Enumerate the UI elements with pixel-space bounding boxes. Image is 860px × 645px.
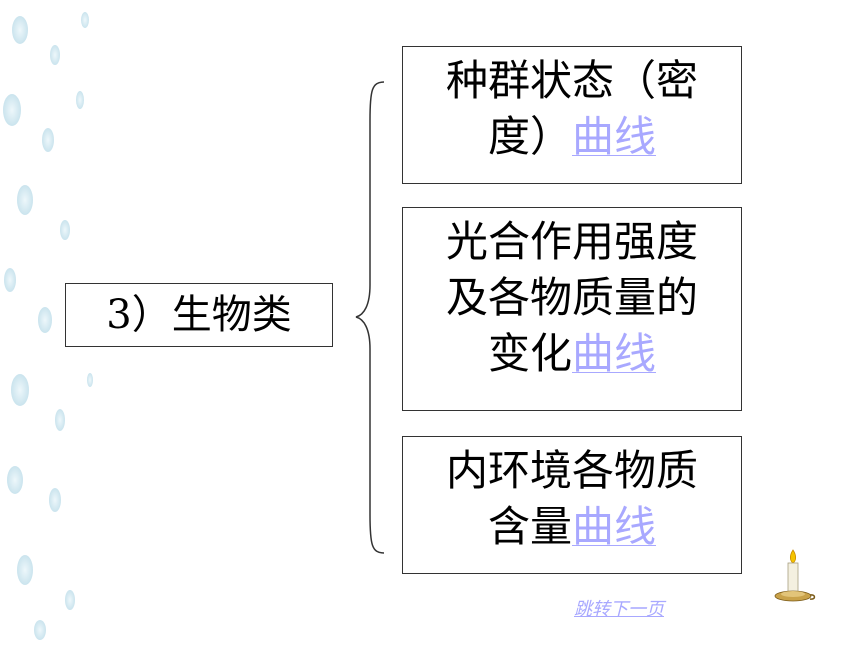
item-text-lead: 含量 bbox=[487, 502, 572, 551]
item-text-lead: 变化 bbox=[487, 329, 572, 378]
item-text-line: 内环境各物质 bbox=[445, 446, 698, 495]
curve-link[interactable]: 曲线 bbox=[572, 502, 657, 551]
item-text-line: 光合作用强度 bbox=[445, 217, 698, 266]
item-box-internal-environment: 内环境各物质 含量曲线 bbox=[402, 436, 742, 574]
candle-icon[interactable] bbox=[768, 548, 818, 608]
curve-link[interactable]: 曲线 bbox=[572, 329, 657, 378]
item-box-photosynthesis: 光合作用强度 及各物质量的 变化曲线 bbox=[402, 207, 742, 411]
item-text-line: 及各物质量的 bbox=[445, 273, 698, 322]
item-text-line: 种群状态（密 bbox=[445, 56, 698, 105]
curly-brace bbox=[355, 81, 385, 554]
item-box-population: 种群状态（密 度）曲线 bbox=[402, 46, 742, 184]
background-decoration bbox=[3, 12, 93, 640]
category-box: 3）生物类 bbox=[65, 283, 333, 347]
curve-link[interactable]: 曲线 bbox=[572, 112, 657, 161]
next-page-link[interactable]: 跳转下一页 bbox=[574, 599, 664, 620]
category-label: 3）生物类 bbox=[106, 292, 292, 338]
item-text-lead: 度） bbox=[487, 112, 572, 161]
